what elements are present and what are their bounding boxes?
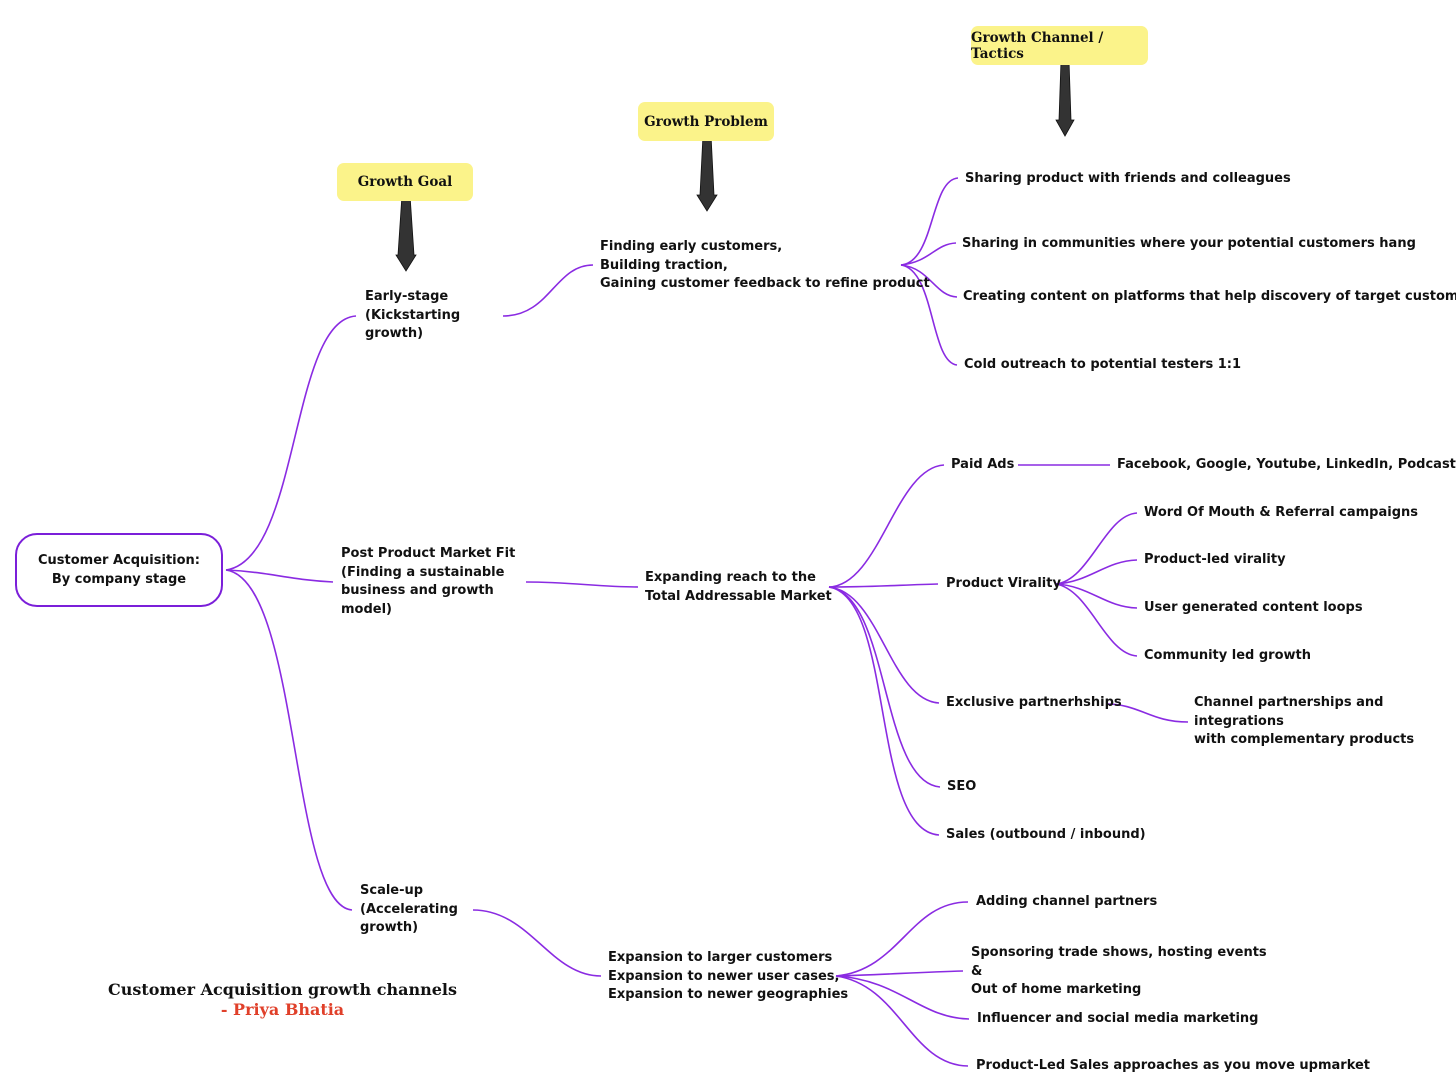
scale-tactic-1: Adding channel partners xyxy=(976,894,1158,909)
link-root-scale xyxy=(225,569,353,911)
link-virality-2 xyxy=(1055,559,1138,585)
caption-author: - Priya Bhatia xyxy=(220,1000,345,1019)
arrow-down-icon xyxy=(395,194,417,272)
root-node: Customer Acquisition: By company stage xyxy=(15,533,223,607)
link-partnerships-detail xyxy=(1105,703,1189,723)
link-virality-1 xyxy=(1055,512,1138,585)
growth-problem-tag: Growth Problem xyxy=(638,102,774,141)
link-root-early xyxy=(225,315,357,571)
scale-stage-problem: Expansion to larger customers Expansion … xyxy=(608,950,849,1002)
link-scale-t2 xyxy=(835,970,964,977)
seo-node: SEO xyxy=(947,779,977,794)
partnerships-node: Exclusive partnerhships xyxy=(946,695,1122,710)
early-stage-goal: Early-stage (Kickstarting growth) xyxy=(365,289,461,341)
arrow-down-icon xyxy=(696,134,718,212)
link-early-t1 xyxy=(900,177,959,266)
link-scale-problem xyxy=(472,909,602,977)
scale-tactic-3: Influencer and social media marketing xyxy=(977,1011,1259,1026)
link-pmf-seo xyxy=(828,586,941,788)
link-scale-t3 xyxy=(835,975,970,1020)
growth-goal-tag: Growth Goal xyxy=(337,163,473,201)
link-early-t3 xyxy=(900,264,958,298)
link-early-problem xyxy=(502,264,594,317)
early-tactic-2: Sharing in communities where your potent… xyxy=(962,236,1416,251)
partnerships-detail: Channel partnerships and integrations wi… xyxy=(1194,695,1415,747)
caption-title: Customer Acquisition growth channels xyxy=(108,980,457,999)
link-virality-3 xyxy=(1055,583,1138,609)
link-scale-t1 xyxy=(835,901,969,977)
link-early-t2 xyxy=(900,242,957,266)
virality-item-4: Community led growth xyxy=(1144,648,1311,663)
virality-item-3: User generated content loops xyxy=(1144,600,1363,615)
early-tactic-4: Cold outreach to potential testers 1:1 xyxy=(964,357,1242,372)
product-virality-node: Product Virality xyxy=(946,576,1061,591)
arrow-down-icon xyxy=(1055,60,1075,137)
link-pmf-problem xyxy=(525,581,639,588)
diagram-caption: Customer Acquisition growth channels - P… xyxy=(80,980,485,1020)
paid-ads-node: Paid Ads xyxy=(951,457,1015,472)
link-pmf-sales xyxy=(828,586,940,836)
link-pmf-partnerships xyxy=(828,586,940,704)
pmf-stage-problem: Expanding reach to the Total Addressable… xyxy=(645,570,832,604)
pmf-stage-goal: Post Product Market Fit (Finding a susta… xyxy=(341,546,516,617)
early-tactic-1: Sharing product with friends and colleag… xyxy=(965,171,1291,186)
link-virality-4 xyxy=(1055,583,1138,657)
link-pmf-virality xyxy=(828,583,939,588)
early-tactic-3: Creating content on platforms that help … xyxy=(963,289,1456,304)
link-scale-t4 xyxy=(835,975,969,1067)
sales-node: Sales (outbound / inbound) xyxy=(946,827,1146,842)
growth-channel-tag: Growth Channel / Tactics xyxy=(971,26,1148,65)
link-pmf-paid xyxy=(828,464,945,588)
scale-tactic-2: Sponsoring trade shows, hosting events &… xyxy=(971,945,1267,997)
early-stage-problem: Finding early customers, Building tracti… xyxy=(600,239,930,291)
virality-item-2: Product-led virality xyxy=(1144,552,1286,567)
link-early-t4 xyxy=(900,264,958,366)
scale-tactic-4: Product-Led Sales approaches as you move… xyxy=(976,1058,1371,1073)
scale-stage-goal: Scale-up (Accelerating growth) xyxy=(360,883,458,935)
paid-ads-detail: Facebook, Google, Youtube, LinkedIn, Pod… xyxy=(1117,457,1456,472)
virality-item-1: Word Of Mouth & Referral campaigns xyxy=(1144,505,1418,520)
link-root-pmf xyxy=(225,569,334,583)
